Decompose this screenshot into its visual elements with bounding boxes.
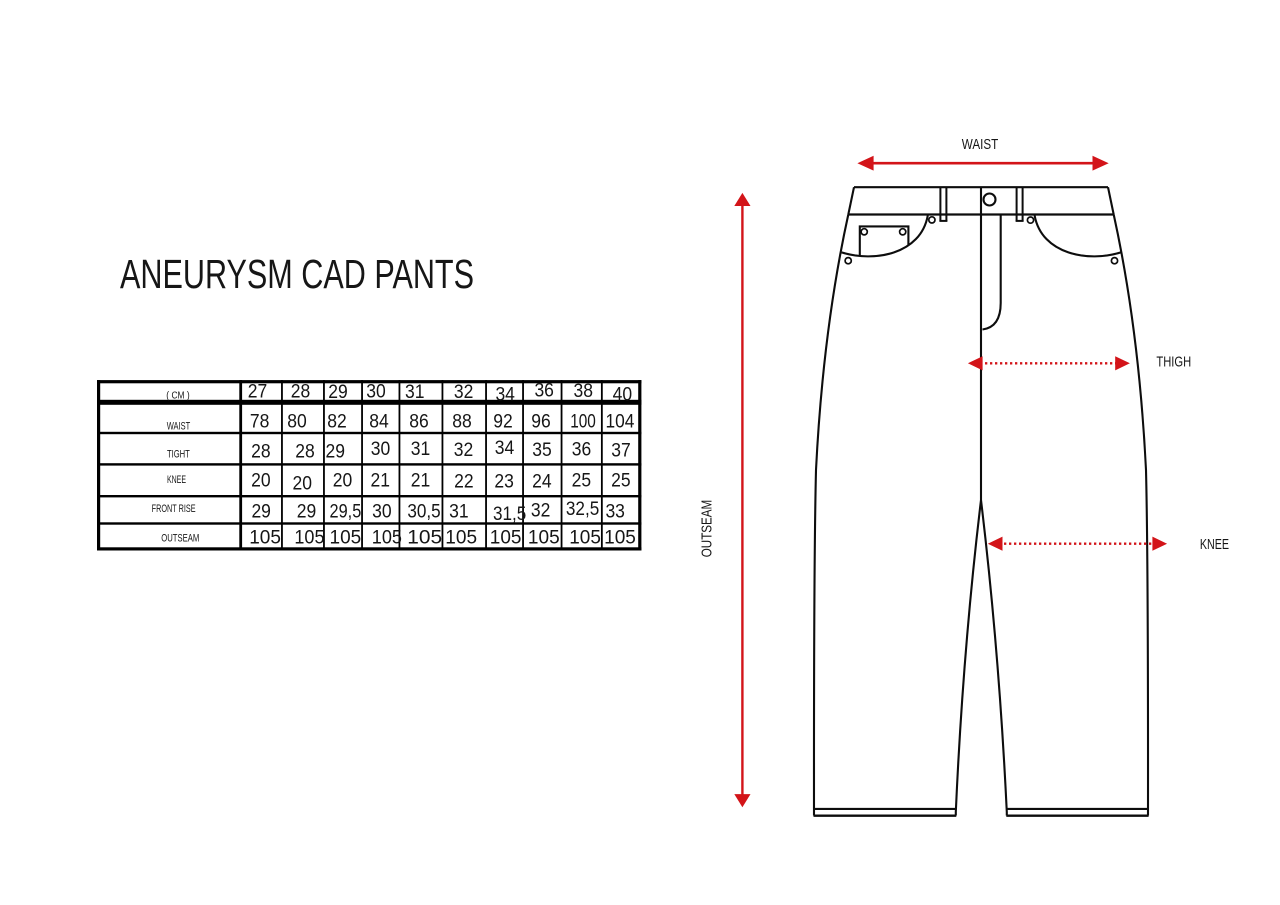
svg-text:36: 36 (572, 439, 592, 461)
svg-text:32: 32 (531, 500, 551, 522)
svg-text:30: 30 (366, 381, 386, 403)
svg-text:34: 34 (495, 437, 515, 459)
svg-text:27: 27 (248, 381, 268, 403)
svg-text:OUTSEAM: OUTSEAM (700, 500, 716, 558)
svg-text:30: 30 (372, 501, 392, 523)
svg-text:31,5: 31,5 (493, 503, 526, 525)
svg-text:31: 31 (411, 438, 431, 460)
svg-text:KNEE: KNEE (1200, 537, 1229, 553)
svg-text:30,5: 30,5 (407, 501, 440, 523)
svg-text:THIGH: THIGH (1156, 354, 1191, 370)
svg-text:105: 105 (407, 527, 442, 549)
svg-text:WAIST: WAIST (962, 137, 999, 153)
svg-text:29: 29 (328, 381, 348, 403)
svg-text:40: 40 (613, 383, 633, 405)
svg-text:105: 105 (528, 527, 560, 549)
svg-text:ANEURYSM CAD PANTS: ANEURYSM CAD PANTS (120, 251, 474, 297)
svg-text:32,5: 32,5 (566, 498, 600, 520)
svg-text:22: 22 (454, 471, 474, 493)
svg-text:84: 84 (369, 410, 389, 432)
svg-text:FRONT RISE: FRONT RISE (152, 503, 196, 515)
svg-text:OUTSEAM: OUTSEAM (161, 532, 199, 544)
svg-text:20: 20 (333, 470, 353, 492)
svg-text:96: 96 (531, 410, 551, 432)
svg-text:104: 104 (606, 410, 635, 432)
svg-text:105: 105 (604, 527, 636, 549)
svg-text:105: 105 (490, 527, 522, 549)
svg-text:31: 31 (449, 501, 469, 523)
svg-text:36: 36 (534, 380, 554, 402)
svg-text:KNEE: KNEE (167, 474, 186, 486)
svg-text:21: 21 (371, 470, 391, 492)
svg-text:82: 82 (327, 410, 347, 432)
svg-text:25: 25 (572, 470, 592, 492)
svg-text:TIGHT: TIGHT (167, 449, 190, 461)
svg-text:28: 28 (291, 381, 311, 403)
svg-text:38: 38 (574, 380, 594, 402)
svg-text:29: 29 (326, 441, 346, 463)
svg-text:28: 28 (295, 441, 315, 463)
svg-text:86: 86 (409, 410, 429, 432)
svg-text:( CM ): ( CM ) (166, 390, 189, 401)
svg-text:29: 29 (297, 501, 317, 523)
svg-text:105: 105 (330, 527, 362, 549)
svg-text:105: 105 (249, 527, 281, 549)
svg-text:88: 88 (452, 410, 472, 432)
svg-text:34: 34 (495, 383, 515, 405)
svg-text:92: 92 (493, 410, 513, 432)
svg-text:100: 100 (570, 410, 596, 432)
svg-text:30: 30 (371, 438, 391, 460)
svg-text:78: 78 (250, 410, 270, 432)
svg-text:31: 31 (405, 381, 425, 403)
svg-text:105: 105 (445, 527, 477, 549)
svg-text:23: 23 (494, 471, 514, 493)
svg-text:20: 20 (251, 470, 271, 492)
svg-text:29,5: 29,5 (330, 501, 362, 523)
svg-text:105: 105 (372, 527, 402, 549)
svg-text:32: 32 (454, 439, 474, 461)
svg-text:35: 35 (532, 439, 552, 461)
svg-text:21: 21 (411, 470, 431, 492)
svg-text:105: 105 (294, 527, 324, 549)
svg-text:80: 80 (287, 410, 307, 432)
svg-text:25: 25 (611, 470, 631, 492)
svg-text:37: 37 (611, 440, 631, 462)
svg-text:24: 24 (532, 471, 552, 493)
svg-text:32: 32 (454, 381, 474, 403)
svg-text:105: 105 (569, 527, 601, 549)
svg-text:WAIST: WAIST (167, 421, 191, 433)
svg-text:33: 33 (605, 501, 625, 523)
svg-text:20: 20 (293, 473, 313, 495)
svg-text:29: 29 (251, 501, 271, 523)
svg-text:28: 28 (251, 441, 271, 463)
